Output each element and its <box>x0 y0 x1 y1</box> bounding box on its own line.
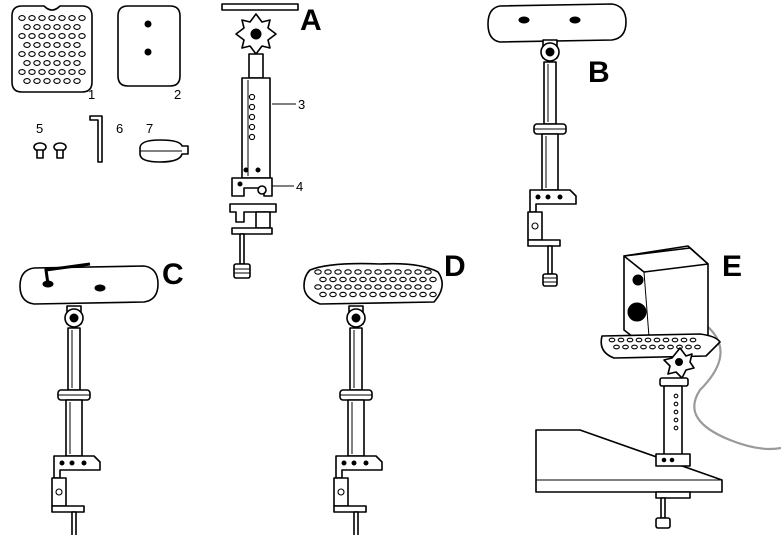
step-label-c: C <box>162 258 184 291</box>
part-number-1: 1 <box>88 87 95 102</box>
part-number-6: 6 <box>116 121 123 136</box>
part-solid-plate: 2 <box>117 5 181 102</box>
step-c-diagram: C <box>19 258 184 535</box>
step-label-e: E <box>722 250 742 283</box>
step-e-diagram: E <box>535 245 781 529</box>
part-perforated-plate: 1 <box>11 5 95 102</box>
step-label-a: A <box>300 4 322 37</box>
step-d-diagram: D <box>303 250 466 535</box>
step-label-b: B <box>588 56 610 89</box>
step-label-d: D <box>444 250 466 283</box>
part-number-2: 2 <box>174 87 181 102</box>
step-a-diagram: 3 4 A <box>221 3 322 279</box>
part-number-4: 4 <box>296 179 303 194</box>
part-number-3: 3 <box>298 97 305 112</box>
part-hex-key: 6 <box>89 115 123 163</box>
part-number-7: 7 <box>146 121 153 136</box>
part-screws: 5 <box>33 121 67 159</box>
step-b-diagram: B <box>487 3 627 287</box>
part-number-5: 5 <box>36 121 43 136</box>
part-cable-ring: 7 <box>139 121 189 163</box>
